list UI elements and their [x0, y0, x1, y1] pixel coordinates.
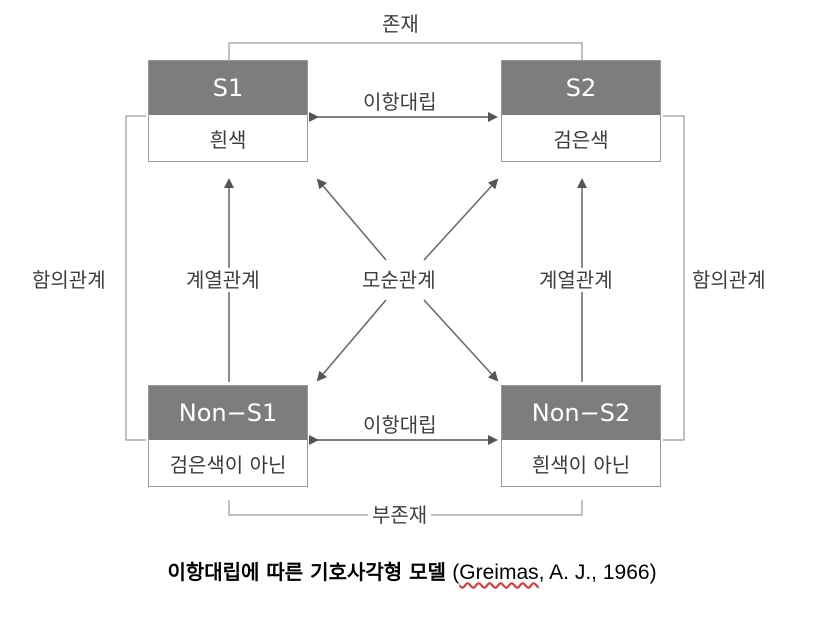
left-bracket-line — [125, 115, 146, 441]
right-implication-label: 함의관계 — [688, 268, 770, 292]
s1-box: S1 흰색 — [148, 60, 308, 162]
diagonal-arrow-to-s2 — [423, 178, 499, 261]
caption-title: 이항대립에 따른 기호사각형 모델 — [167, 560, 446, 584]
top-bracket-line — [228, 42, 583, 60]
right-complementary-label: 계열관계 — [535, 268, 617, 292]
s2-subtitle: 검은색 — [553, 127, 609, 152]
diagonal-arrow-to-s1 — [316, 178, 387, 261]
diagonal-arrow-to-nons1 — [316, 299, 387, 382]
nons2-title: Non−S2 — [502, 386, 660, 440]
nons1-title: Non−S1 — [149, 386, 307, 440]
nons2-box: Non−S2 흰색이 아닌 — [501, 385, 661, 487]
nons1-box: Non−S1 검은색이 아닌 — [148, 385, 308, 487]
s2-box: S2 검은색 — [501, 60, 661, 162]
s2-title: S2 — [502, 61, 660, 115]
left-complementary-label: 계열관계 — [182, 268, 264, 292]
caption-citation-rest: , A. J., 1966) — [538, 561, 657, 584]
diagonal-arrow-to-nons2 — [423, 299, 499, 382]
nons2-subtitle: 흰색이 아닌 — [531, 452, 631, 477]
caption-author: Greimas — [459, 561, 539, 584]
bottom-nonexistence-label: 부존재 — [368, 503, 432, 527]
caption-citation: (Greimas, A. J., 1966) — [452, 561, 657, 584]
s1-subtitle: 흰색 — [209, 127, 247, 152]
center-contradiction-label: 모순관계 — [358, 268, 440, 292]
nons1-subtitle: 검은색이 아닌 — [169, 452, 287, 477]
right-bracket-line — [663, 115, 685, 441]
figure-caption: 이항대립에 따른 기호사각형 모델 (Greimas, A. J., 1966) — [0, 556, 824, 585]
top-existence-label: 존재 — [378, 12, 423, 36]
top-contrary-label: 이항대립 — [359, 90, 441, 114]
bottom-contrary-label: 이항대립 — [359, 413, 441, 437]
left-implication-label: 함의관계 — [28, 268, 110, 292]
s1-title: S1 — [149, 61, 307, 115]
